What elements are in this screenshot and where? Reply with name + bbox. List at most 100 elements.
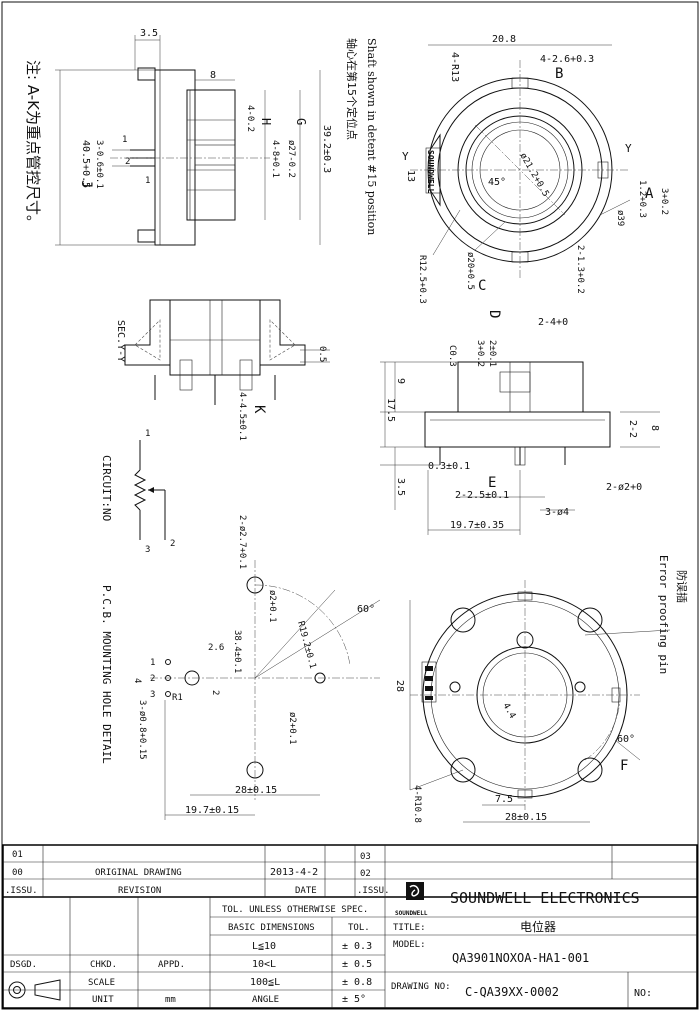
label-title-block-logo-caption: SOUNDWELL [395,910,428,917]
label-pcb-dim-3-08: 3-ø0.8+0.15 [137,700,147,760]
label-front-view-dim-17-5: 17.5 [385,398,396,422]
label-pcb-dim-2: ø2+0.1 [267,590,277,623]
label-front-view-dim-2-4: 2-4+0 [538,317,568,328]
rev-issu-01: 01 [12,850,23,860]
label-side-view-label-h: H [259,118,273,125]
label-side-view-dim-4-8: 4-8+0.1 [270,140,280,178]
label-top-view-dim-21-2: ø21.2+0.5 [517,152,550,199]
label-title-block-no-label: NO: [634,988,652,999]
label-pcb-dim-2-27: 2-ø2.7+0.1 [237,515,247,569]
label-side-view-label-g: G [294,118,308,125]
label-front-view-dim-2-25: 2-2.5±0.1 [455,490,509,501]
label-pcb-dim-2b: ø2+0.1 [287,712,297,745]
label-top-view-label-c: C [478,278,486,294]
label-top-view-dim-4-26: 4-2.6+0.3 [540,54,594,65]
company-logo [406,882,424,900]
label-bottom-view-cn-pin: 防误插 [675,570,689,603]
label-side-view-dim-1b: 1 [145,176,150,186]
label-top-view-label-y-right: Y [625,142,632,155]
label-title-block-hdr-issu2: .ISSU. [357,886,390,896]
shaft-note-en: Shaft shown in detent #15 position [365,38,378,235]
label-front-view-dim-2-2b: 2-ø2+0 [606,482,642,493]
label-bottom-view-label-f: F [620,758,628,774]
label-top-view-dim-2-13: 2-1.3+0.2 [575,245,585,294]
label-pcb-label: P.C.B. MOUNTING HOLE DETAIL [100,585,113,764]
label-side-view-dim-top: 3.5 [140,28,158,39]
label-front-view-dim-9: 9 [395,378,406,384]
label-title-block-tol-rows-1-range: 10<L [252,959,276,970]
label-title-block-hdr-issu: .ISSU. [5,886,38,896]
label-bottom-view-dim-60: 60° [617,734,635,745]
label-title-block-tol-rows-2-range: 100≦L [250,977,280,988]
label-bottom-view-dim-44: 4.4 [500,702,517,721]
label-side-view-dim-39-2: 39.2±0.3 [321,125,332,173]
drawing-number: C-QA39XX-0002 [465,985,559,999]
label-title-block-tol-rows-3-range: ANGLE [252,995,279,1005]
label-title-block-tol: TOL. [348,923,370,933]
label-top-view-dim-20: ø20+0.5 [465,252,475,290]
label-front-view-dim-c03: C0.3 [447,345,457,367]
label-top-view-dim-20-8: 20.8 [492,34,516,45]
label-title-block-tol-header: TOL. UNLESS OTHERWISE SPEC. [222,905,368,915]
label-side-view-g-val: ø27-0.2 [286,140,296,178]
shaft-note-cn: 轴心在第15个定位点 [345,38,359,140]
label-pcb-pin2: 2 [150,674,155,684]
label-title-block-chkd: CHKD. [90,960,117,970]
label-front-view-dim-3-4: 3-ø4 [545,507,569,518]
label-top-view-label-a: A [645,186,654,202]
label-pcb-dim-19-7: 19.7±0.15 [185,805,239,816]
title-block: 01 03 00 ORIGINAL DRAWING 2013-4-2 02 .I… [2,844,698,1009]
label-side-view-dim-3-06: 3-0.6±0.1 [94,140,104,189]
model-number: QA3901NOXOA-HA1-001 [452,951,589,965]
label-bottom-view-en-pin: Error proofing pin [657,555,670,674]
label-title-block-rev-rows-1-date: 2013-4-2 [270,867,318,878]
label-section-dim-05: 0.5 [317,346,327,362]
label-front-view-label-d: D [486,310,502,318]
label-top-view-dim-13: 13 [405,170,416,182]
label-top-view-dim-3: 3+0.2 [659,188,669,215]
label-title-block-basic-dims: BASIC DIMENSIONS [228,923,315,933]
label-pcb-pin3: 3 [150,690,155,700]
label-top-view-brand-mark: SOUNDWELL [426,150,435,194]
label-side-view-dim-40-5: 40.5+0.5 [80,140,91,188]
label-side-view-dim-8: 8 [210,70,216,81]
label-title-block-rev-rows-1-revision: ORIGINAL DRAWING [95,868,182,878]
label-title-block-title-val: 电位器 [520,919,556,934]
label-circuit-pin3: 3 [145,545,150,555]
label-section-label-k: K [251,405,267,414]
label-pcb-pin1: 1 [150,658,155,668]
label-title-block-rev-rows-1-issu: 00 [12,868,23,878]
label-bottom-view-dim-28b: 28±0.15 [505,812,547,823]
label-top-view-label-b: B [555,66,563,82]
label-pcb-dim-38-4: 38.4±0.1 [232,630,242,673]
label-circuit-pin2: 2 [170,539,175,549]
label-title-block-tol-rows-2-tol: ± 0.8 [342,977,372,988]
label-section-label: SEC.Y-Y [115,320,126,362]
label-front-view-dim-2-2: 2-2 [627,420,638,438]
label-top-view-dim-4r13: 4-R13 [449,52,460,82]
label-pcb-dim-4: 4 [132,678,142,683]
label-title-block-scale: SCALE [88,978,115,988]
label-front-view-dim-03: 0.3±0.1 [428,461,470,472]
cn-note: 注: A-K为重点管控尺寸。 [24,60,42,230]
label-top-view-dim-39: ø39 [615,210,625,226]
company-name: SOUNDWELL ELECTRONICS [450,889,640,907]
label-title-block-hdr-date: DATE [295,886,317,896]
label-circuit-label: CIRCUIT:NO [100,455,113,521]
label-title-block-tol-rows-3-tol: ± 5° [342,994,366,1005]
label-title-block-unit: UNIT [92,995,114,1005]
label-top-view-dim-45: 45° [488,177,506,188]
label-top-view-label-y-left: Y [402,150,409,163]
side-view: 3.5 8 H 4-0.2 G ø27-0.2 4-8+0.1 39.2±0.3… [55,28,332,246]
label-title-block-unit-val: mm [165,995,176,1005]
label-front-view-dim-8: 8 [649,425,660,431]
label-top-view-dim-r125: R12.5+0.3 [417,255,427,304]
label-top-view-dim-1-2: 1.2+0.3 [637,180,647,218]
label-front-view-dim-3: 3+0.2 [475,340,485,367]
label-bottom-view-dim-4r108: 4-R10.8 [412,785,422,823]
label-title-block-drawing-no-label: DRAWING NO: [391,982,451,992]
label-title-block-rev-rows-1-issu2: 02 [360,869,371,879]
label-side-view-dim-1: 1 [122,135,127,145]
